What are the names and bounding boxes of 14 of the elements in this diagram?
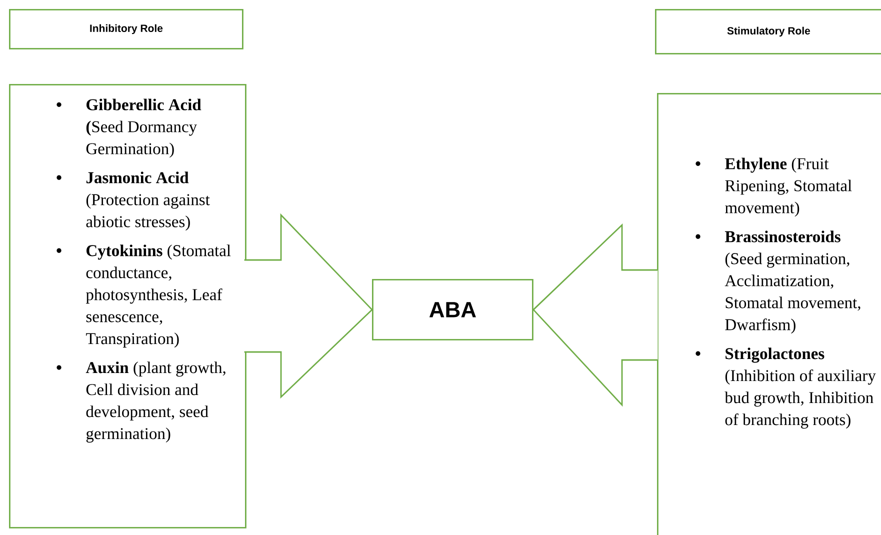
heading-box: Inhibitory Role — [9, 9, 244, 50]
callout-box — [657, 93, 881, 535]
list-item: Strigolactones (Inhibition of auxiliary bud growth, Inhibition of branching roots) — [696, 348, 876, 429]
heading-box: Stimulatory Role — [655, 9, 881, 54]
list-item: Ethylene (Fruit Ripening, Stomatal movement) — [696, 158, 852, 217]
list-item: Auxin (plant growth, Cell division and development, seed germination) — [56, 362, 226, 443]
chevron-arrow — [532, 223, 658, 407]
center-box: ABA — [372, 279, 534, 340]
chevron-arrow — [244, 213, 373, 399]
list-item: Jasmonic Acid (Protection against abiotic stresses) — [56, 172, 210, 231]
list-item: Brassinosteroids (Seed germination, Acclimatization, Stomatal movement, Dwarfism) — [696, 230, 860, 334]
list-item: Cytokinins (Stomatal conductance, photosynthesis, Leaf senescence, Transpiration) — [56, 244, 231, 348]
list-item: Gibberellic Acid (Seed Dormancy Germination) — [56, 98, 202, 158]
callout-box — [9, 84, 246, 528]
